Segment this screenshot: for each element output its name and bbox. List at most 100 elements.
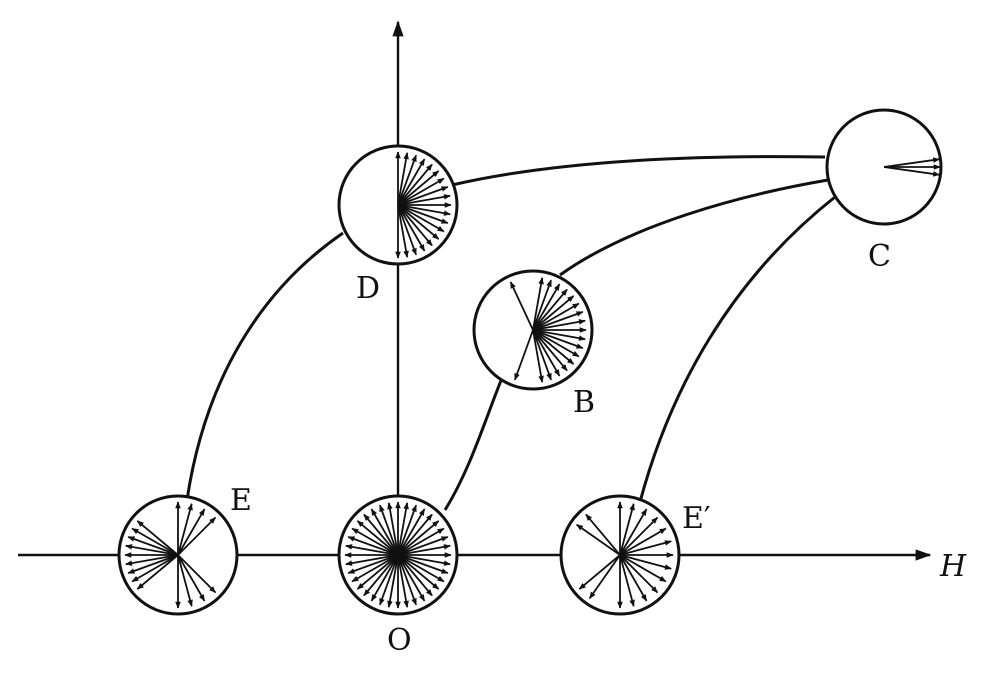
curve-d-to-c (451, 155, 826, 187)
d-arrow-7 (397, 204, 449, 224)
e-arrow-16 (136, 554, 179, 590)
o-arrow-34 (397, 554, 449, 574)
o-arrow-23 (363, 554, 399, 597)
e-arrow-5 (177, 554, 193, 607)
b-arrow-7 (532, 329, 586, 341)
o-arrow-31 (397, 554, 433, 597)
o-arrow-35 (397, 554, 451, 566)
eprime-arrow-15 (578, 554, 621, 590)
b-arrow-11 (532, 302, 580, 331)
e-arrow-2 (177, 508, 206, 556)
d-arrow-16 (397, 154, 417, 206)
b-arrow-3 (532, 329, 568, 372)
eprime-arrow-10 (619, 554, 648, 602)
e-arrow-7 (177, 554, 217, 594)
o-arrow-28 (397, 554, 409, 608)
node-label-b: B (573, 385, 595, 420)
eprime-arrow-1 (619, 503, 635, 556)
eprime-arrow-2 (619, 508, 648, 556)
d-arrow-13 (397, 170, 440, 206)
d-arrow-3 (397, 204, 426, 252)
e-arrow-1 (177, 503, 193, 556)
o-arrow-8 (397, 502, 409, 556)
eprime-arrow-5 (619, 540, 672, 556)
node-label-d: D (356, 271, 380, 306)
o-arrow-5 (397, 513, 433, 556)
o-arrow-16 (347, 536, 399, 556)
node-label-c: C (868, 239, 891, 274)
e-arrow-6 (177, 554, 206, 602)
eprime-arrow-7 (619, 554, 672, 570)
curve-eprime-to-c (638, 195, 836, 503)
b-arrow-5 (532, 329, 580, 358)
b-arrow-17 (509, 281, 534, 331)
o-arrow-14 (356, 520, 399, 556)
d-arrow-12 (397, 177, 445, 206)
o-arrow-20 (347, 554, 399, 574)
eprime-arrow-8 (619, 554, 667, 583)
curve-b-to-c (559, 178, 829, 277)
b-arrow-6 (532, 329, 584, 349)
eprime-arrow-3 (619, 516, 659, 556)
e-arrow-15 (131, 554, 179, 583)
o-arrow-15 (351, 527, 399, 556)
d-arrow-11 (397, 186, 449, 206)
e-arrow-11 (125, 544, 179, 556)
o-arrow-25 (379, 554, 399, 606)
d-arrow-15 (397, 158, 426, 206)
c-arrow-2 (883, 157, 941, 168)
e-arrow-3 (177, 516, 217, 556)
b-arrow-2 (532, 329, 561, 377)
b-arrow-16 (532, 277, 544, 331)
b-arrow-4 (532, 329, 575, 365)
magnetization-fans (124, 151, 941, 609)
node-label-e-prime: E′ (682, 501, 711, 536)
o-arrow-22 (356, 554, 399, 590)
b-arrow-10 (532, 311, 584, 331)
b-arrow-1 (532, 329, 552, 381)
b-arrow-9 (532, 319, 586, 331)
node-label-e: E (230, 483, 252, 518)
eprime-arrow-13 (585, 513, 621, 556)
eprime-arrow-9 (619, 554, 659, 594)
node-label-o: O (387, 623, 412, 658)
o-arrow-33 (397, 554, 445, 583)
o-arrow-3 (397, 527, 445, 556)
o-arrow-17 (345, 544, 399, 556)
o-arrow-12 (370, 508, 399, 556)
b-arrow-13 (532, 288, 568, 331)
o-arrow-4 (397, 520, 440, 556)
curve-o-to-b (443, 377, 504, 511)
o-arrow-29 (397, 554, 417, 606)
eprime-arrow-11 (619, 554, 635, 607)
d-arrow-1 (397, 204, 409, 258)
o-arrow-11 (379, 504, 399, 556)
eprime-arrow-16 (588, 554, 621, 599)
d-arrow-10 (397, 194, 451, 206)
e-arrow-10 (127, 536, 179, 556)
d-arrow-5 (397, 204, 440, 240)
e-arrow-14 (127, 554, 179, 574)
eprime-arrow-14 (576, 523, 621, 556)
e-arrow-8 (136, 520, 179, 556)
eprime-arrow-4 (619, 527, 667, 556)
o-arrow-2 (397, 536, 449, 556)
o-arrow-1 (397, 544, 451, 556)
d-arrow-8 (397, 204, 451, 216)
b-arrow-0 (532, 329, 544, 383)
d-arrow-17 (397, 152, 409, 206)
o-arrow-30 (397, 554, 426, 602)
b-arrow-15 (532, 279, 552, 331)
d-arrow-6 (397, 204, 445, 233)
o-arrow-19 (345, 554, 399, 566)
b-arrow-12 (532, 295, 575, 331)
o-arrow-13 (363, 513, 399, 556)
o-arrow-7 (397, 504, 417, 556)
e-arrow-9 (131, 527, 179, 556)
h-axis-label: H (939, 549, 967, 584)
o-arrow-6 (397, 508, 426, 556)
node-circles (117, 108, 943, 616)
d-arrow-4 (397, 204, 433, 247)
curves (185, 155, 836, 511)
